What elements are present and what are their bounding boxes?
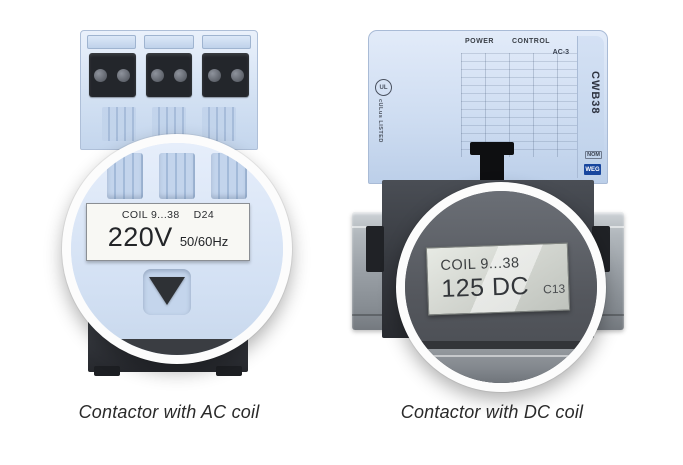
terminal-block bbox=[145, 53, 193, 97]
wiring-diagram-print bbox=[461, 53, 579, 157]
terminal-screw bbox=[117, 68, 131, 82]
ac-coil-label-plate: COIL 9...38 D24 220V 50/60Hz bbox=[86, 203, 250, 261]
voltage-table-print bbox=[461, 53, 579, 157]
din-rail-magnified bbox=[405, 349, 597, 383]
ul-certification-icon: UL bbox=[375, 79, 392, 96]
vent-slot bbox=[211, 153, 247, 199]
ac-coil-code-text: D24 bbox=[193, 209, 215, 221]
ac-terminal-caps bbox=[87, 35, 251, 49]
dc-magnifier-circle: COIL 9...38 125 DC C13 bbox=[396, 182, 606, 392]
terminal-block bbox=[202, 53, 250, 97]
terminal-cap bbox=[144, 35, 194, 49]
ac-voltage-text: 220V bbox=[107, 222, 173, 252]
dc-magnifier-view: COIL 9...38 125 DC C13 bbox=[405, 191, 597, 383]
terminal-screw bbox=[230, 68, 244, 82]
terminal-cap bbox=[87, 35, 137, 49]
ac-terminal-row bbox=[89, 53, 250, 97]
model-number-text: CWB38 bbox=[589, 71, 601, 115]
base-rail-seam bbox=[405, 341, 597, 349]
vent-slot bbox=[102, 107, 136, 141]
weg-brand-logo: WEG bbox=[584, 164, 601, 175]
power-control-labels: POWER CONTROL bbox=[465, 38, 550, 45]
dc-caption: Contactor with DC coil bbox=[400, 402, 584, 422]
terminal-screw bbox=[207, 68, 221, 82]
ac3-rating-text: AC-3 bbox=[552, 49, 569, 56]
ac-magnified-slots bbox=[71, 153, 283, 199]
terminal-screw bbox=[150, 68, 164, 82]
ac-contactor-housing bbox=[80, 30, 258, 150]
nom-certification-mark: NOM bbox=[585, 151, 602, 159]
coil-connector-tab bbox=[470, 142, 514, 188]
ul-listed-text: cULus LISTED bbox=[377, 99, 383, 143]
vent-slot bbox=[159, 153, 195, 199]
ac-caption: Contactor with AC coil bbox=[78, 402, 260, 422]
vent-slot bbox=[107, 153, 143, 199]
ac-vent-slots bbox=[101, 107, 237, 141]
side-label-strip bbox=[577, 36, 604, 178]
vent-slot bbox=[202, 107, 236, 141]
terminal-screw bbox=[94, 68, 108, 82]
terminal-screw bbox=[174, 68, 188, 82]
control-label: CONTROL bbox=[511, 38, 551, 45]
dc-voltage-text: 125 DC bbox=[440, 271, 530, 303]
ac-coil-range-text: COIL 9...38 bbox=[121, 209, 180, 221]
ac-frequency-text: 50/60Hz bbox=[179, 234, 229, 249]
power-label: POWER bbox=[465, 38, 494, 45]
rail-clamp-left bbox=[366, 226, 384, 272]
ac-magnifier-circle: COIL 9...38 D24 220V 50/60Hz bbox=[62, 134, 292, 364]
dc-coil-label-plate: COIL 9...38 125 DC C13 bbox=[425, 242, 571, 316]
dc-coil-code-text: C13 bbox=[542, 281, 566, 297]
terminal-block bbox=[89, 53, 136, 97]
terminal-cap bbox=[201, 35, 251, 49]
ac-base-edge bbox=[71, 339, 283, 355]
release-lever-triangle-icon bbox=[149, 277, 185, 305]
ac-magnifier-view: COIL 9...38 D24 220V 50/60Hz bbox=[71, 143, 283, 355]
